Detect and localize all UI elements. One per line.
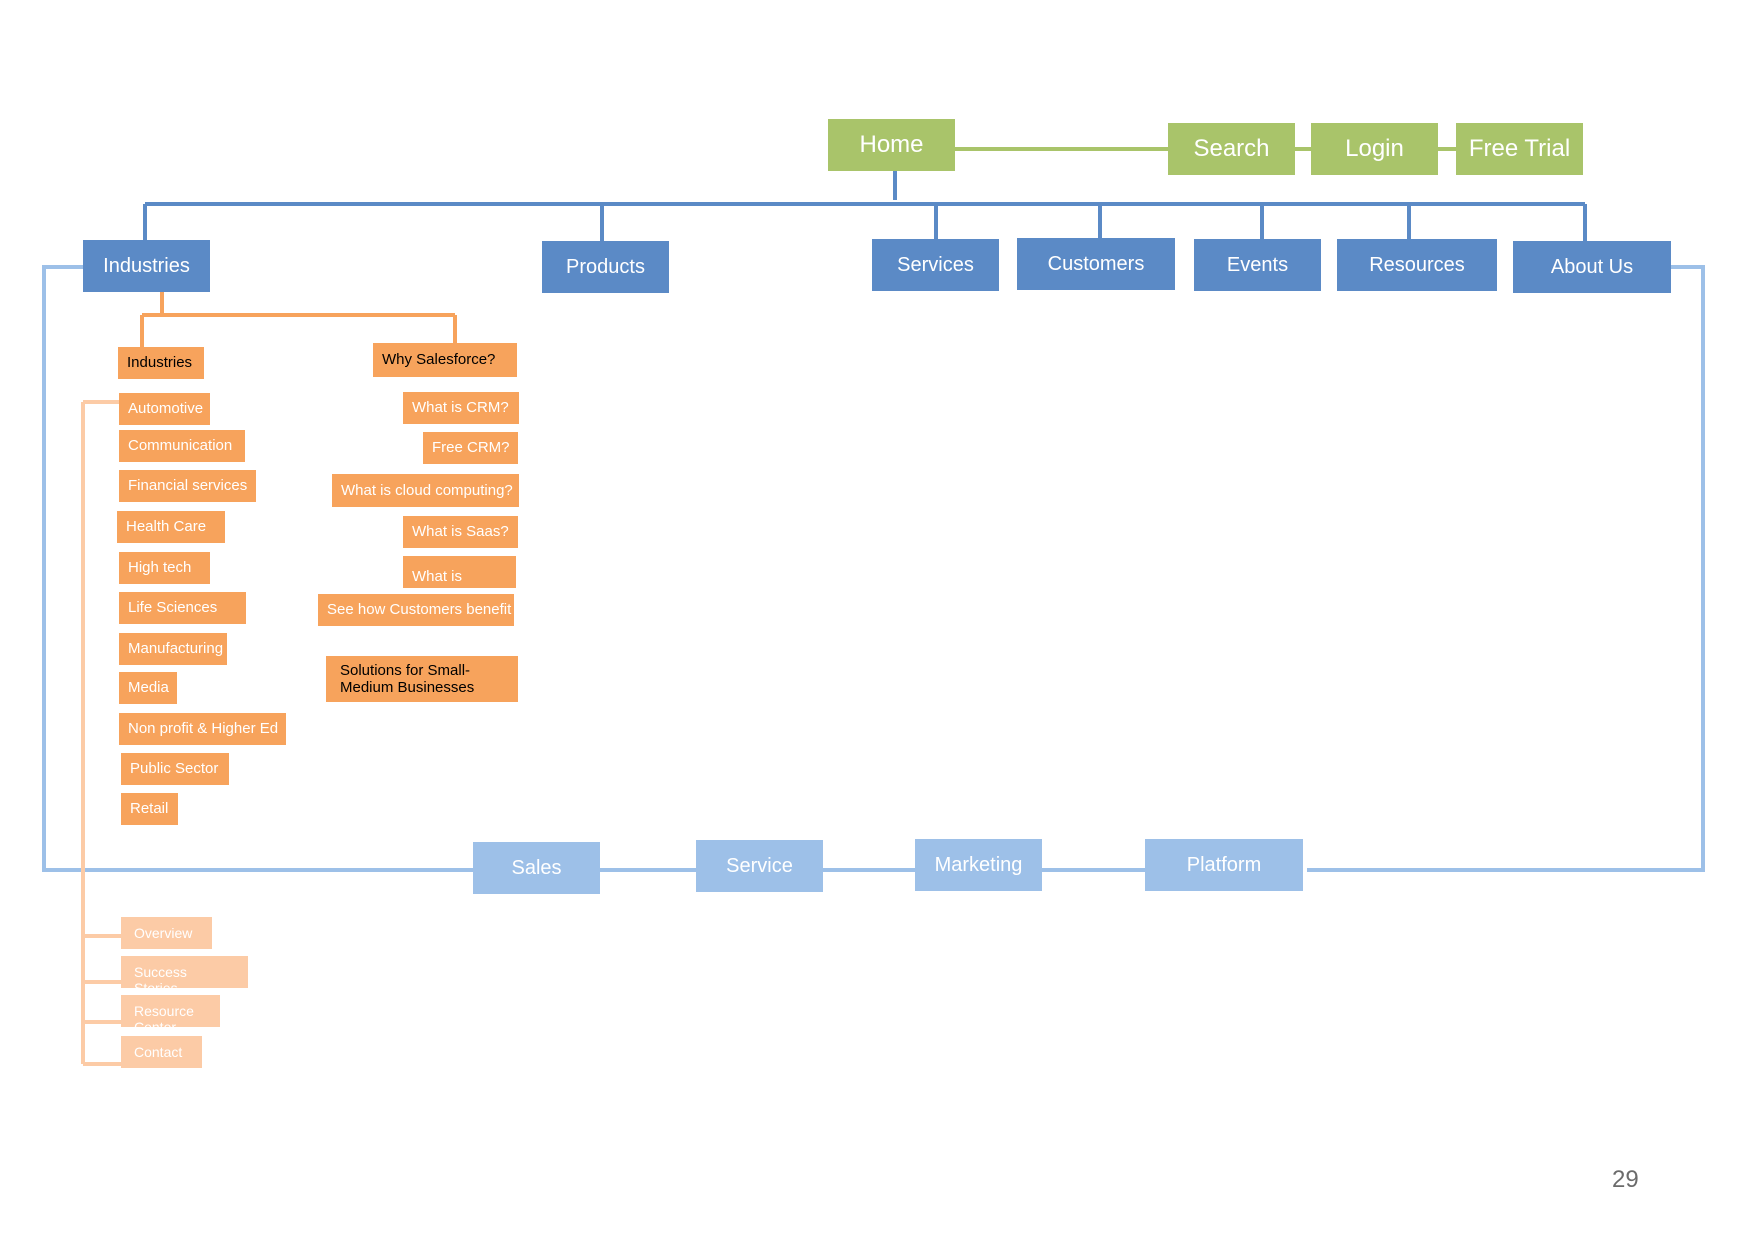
subnav-marketing-node[interactable]: Marketing [915, 839, 1042, 891]
industry-node[interactable]: Communication [119, 430, 245, 462]
what-is-saas-node[interactable]: What is Saas? [403, 516, 518, 548]
smb-solutions-label: Solutions for Small-Medium Businesses [340, 661, 475, 696]
why-salesforce-node[interactable]: Why Salesforce? [373, 343, 517, 377]
industry-node[interactable]: Financial services [119, 470, 256, 502]
free-crm-node[interactable]: Free CRM? [423, 432, 518, 464]
nav-products-node[interactable]: Products [542, 241, 669, 293]
free-trial-node[interactable]: Free Trial [1456, 123, 1583, 175]
search-node[interactable]: Search [1168, 123, 1295, 175]
success-stories-label: Success Stories [134, 964, 187, 988]
nav-about-us-node[interactable]: About Us [1513, 241, 1671, 293]
contact-node[interactable]: Contact [121, 1036, 202, 1068]
what-is-paas-label: What is Paas? [412, 568, 463, 588]
resource-center-label: Resource Center [134, 1003, 194, 1027]
login-node[interactable]: Login [1311, 123, 1438, 175]
nav-industries-node[interactable]: Industries [83, 240, 210, 292]
what-is-crm-node[interactable]: What is CRM? [403, 392, 519, 424]
page-number: 29 [1612, 1166, 1639, 1193]
industry-node[interactable]: Automotive [119, 393, 210, 425]
industry-node[interactable]: Health Care [117, 511, 225, 543]
home-node[interactable]: Home [828, 119, 955, 171]
industry-node[interactable]: Life Sciences [119, 592, 246, 624]
customers-benefit-node[interactable]: See how Customers benefit [318, 594, 514, 626]
cloud-computing-node[interactable]: What is cloud computing? [332, 474, 519, 507]
industry-node[interactable]: Media [119, 672, 177, 704]
subnav-platform-node[interactable]: Platform [1145, 839, 1303, 891]
overview-node[interactable]: Overview [121, 917, 212, 949]
smb-solutions-node[interactable]: Solutions for Small-Medium Businesses [326, 656, 518, 702]
nav-events-node[interactable]: Events [1194, 239, 1321, 291]
what-is-paas-node[interactable]: What is Paas? [403, 556, 516, 588]
nav-customers-node[interactable]: Customers [1017, 238, 1175, 290]
industry-node[interactable]: Non profit & Higher Ed [119, 713, 286, 745]
industry-node[interactable]: High tech [119, 552, 210, 584]
industry-node[interactable]: Retail [121, 793, 178, 825]
nav-resources-node[interactable]: Resources [1337, 239, 1497, 291]
nav-services-node[interactable]: Services [872, 239, 999, 291]
resource-center-node[interactable]: Resource Center [121, 995, 220, 1027]
subnav-service-node[interactable]: Service [696, 840, 823, 892]
industry-node[interactable]: Public Sector [121, 753, 229, 785]
industries-header-node[interactable]: Industries [118, 347, 204, 379]
success-stories-node[interactable]: Success Stories [121, 956, 248, 988]
subnav-sales-node[interactable]: Sales [473, 842, 600, 894]
industry-node[interactable]: Manufacturing [119, 633, 227, 665]
